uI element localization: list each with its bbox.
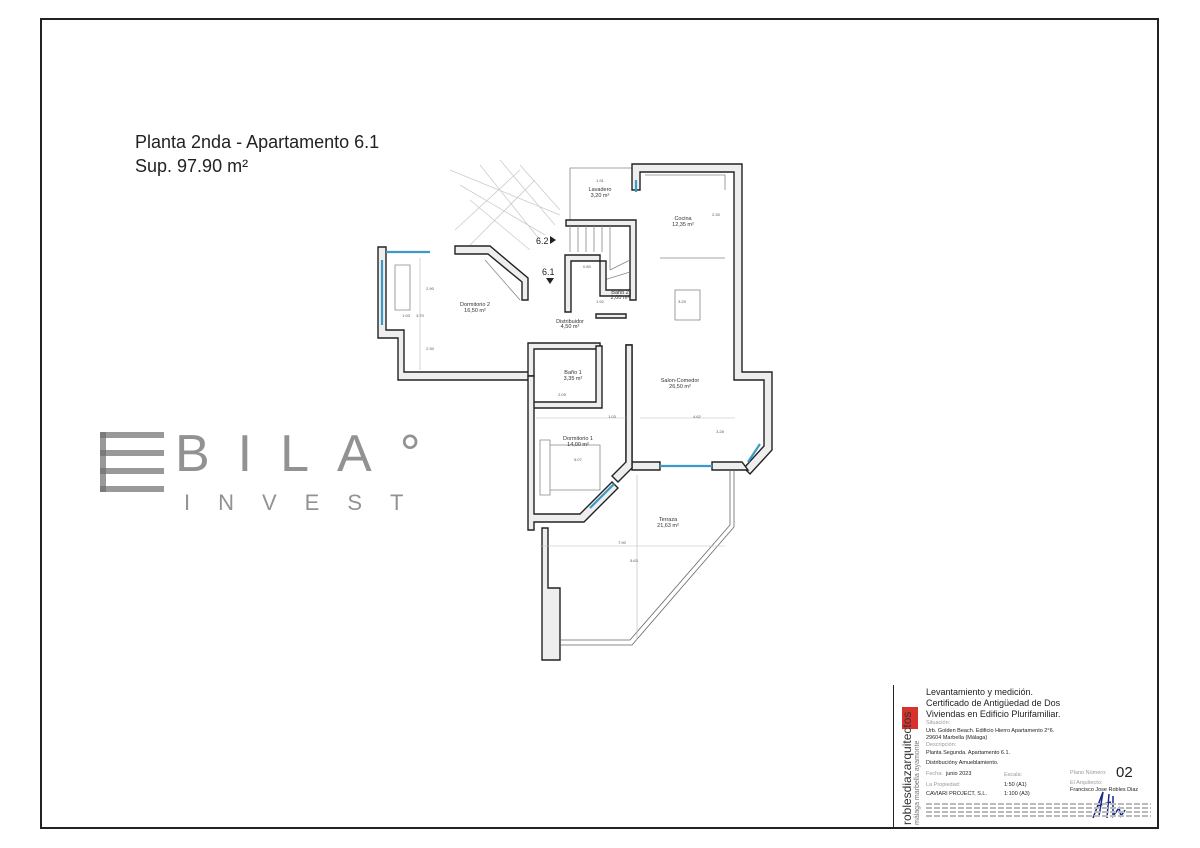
room-name-terraza: Terraza (659, 517, 678, 523)
dim-label: 0.80 (583, 264, 592, 269)
wall-dormitorio-1-right (611, 344, 633, 483)
room-name-distribuidor: Distribuidor (556, 319, 584, 325)
fine-print (926, 803, 1151, 805)
situacion-line-2: 29604 Marbella (Málaga) (926, 735, 988, 741)
bed-dormitorio-2 (394, 264, 411, 311)
drawing-frame (40, 18, 1159, 829)
dim-label: 5.63 (630, 558, 639, 563)
descripcion-label: Descripción: (926, 742, 957, 748)
dimension-lines (419, 258, 735, 640)
stair-steps (569, 226, 631, 281)
marker-6-2: 6.2 (536, 236, 549, 246)
fine-print (926, 807, 1151, 809)
room-name-salon-comedor: Salon-Comedor (661, 378, 700, 384)
fecha-label: Fecha: (926, 771, 943, 777)
plan-title-name: Planta 2nda - Apartamento 6.1 (135, 132, 380, 152)
firm-name: roblesdiazarquitectos (900, 711, 914, 825)
wall-bano-2 (595, 260, 631, 319)
terraza-railing (560, 470, 735, 646)
window-dormitorio-1 (589, 483, 615, 509)
plan-surface: Sup. 97.90 m² (135, 156, 249, 176)
room-name-cocina: Cocina (674, 216, 692, 222)
room-area-salon-comedor: 26,50 m² (669, 384, 691, 390)
dimension-labels: 1.91 2.90 2.30 3.29 1.92 0.80 1.93 3.70 … (402, 178, 725, 563)
dim-label: 4.62 (693, 414, 702, 419)
situacion-label: Situación: (926, 720, 951, 726)
dim-label: 1.92 (596, 299, 605, 304)
heading-2: Certificado de Antigüedad de Dos (926, 698, 1061, 708)
escala-a3: 1:100 (A3) (1004, 791, 1030, 797)
heading-3: Viviendas en Edificio Plurifamiliar. (926, 709, 1061, 719)
room-area-cocina: 12,35 m² (672, 222, 694, 228)
watermark-sub: INVEST (184, 490, 432, 515)
dim-label: 7.90 (618, 540, 627, 545)
firm-cities: málaga marbella ayamonte (914, 740, 921, 825)
dim-label: 1.91 (596, 178, 605, 183)
propiedad-label: La Propiedad: (926, 782, 961, 788)
room-name-lavadero: Lavadero (589, 187, 612, 193)
dining-table (674, 289, 701, 321)
descripcion-line-1: Planta Segunda. Apartamento 6.1. (926, 750, 1011, 756)
room-area-lavadero: 3,20 m² (591, 193, 610, 199)
escala-a1: 1:50 (A1) (1004, 782, 1027, 788)
room-area-bano-2: 2,00 m² (611, 295, 630, 301)
marker-arrow-icon (546, 278, 554, 284)
dim-label: 3.28 (716, 429, 725, 434)
wall-kitchen-salon (631, 163, 773, 476)
title-block: roblesdiazarquitectos málaga marbella ay… (893, 685, 1158, 828)
room-area-bano-1: 3,35 m² (564, 376, 583, 382)
closet-door (484, 259, 521, 301)
adjacent-structure-lines (449, 159, 561, 251)
wall-dormitorio-1 (527, 345, 619, 531)
section-markers: 6.2 6.1 (536, 236, 556, 284)
room-name-bano-2: Baño 2 (611, 290, 628, 296)
dim-label: 2.09 (558, 392, 567, 397)
dim-label: 1.93 (402, 313, 411, 318)
room-area-dormitorio-1: 14,00 m² (567, 442, 589, 448)
heading-1: Levantamiento y medición. (926, 687, 1034, 697)
dim-label: 5.07 (574, 457, 583, 462)
fecha-value: junio 2023 (946, 771, 972, 777)
wall-terraza (541, 527, 561, 661)
room-area-terraza: 21,63 m² (657, 523, 679, 529)
fine-print (926, 811, 1151, 813)
escala-label: Escala: (1004, 772, 1023, 778)
fine-print (926, 815, 1151, 817)
firm-logo-icon (902, 707, 918, 729)
arquitecto-name: Francisco Jose Robles Diaz (1070, 787, 1139, 793)
watermark-brand: BILA° (175, 425, 449, 483)
kitchen-counter (645, 174, 726, 259)
lavadero-outline (569, 167, 636, 222)
room-labels: Lavadero 3,20 m² Cocina 12,35 m² Dormito… (460, 187, 699, 529)
wall-dormitorio-2 (377, 245, 531, 381)
propiedad-value: CAVIARI PROJECT, S.L. (926, 791, 988, 797)
room-name-bano-1: Baño 1 (564, 370, 581, 376)
room-name-dormitorio-1: Dormitorio 1 (563, 436, 593, 442)
dim-label: 2.30 (712, 212, 721, 217)
signature-icon (1092, 791, 1126, 819)
wall-stairs (564, 219, 637, 313)
dim-label: 3.29 (678, 299, 687, 304)
window-salon-bay (747, 443, 761, 463)
marker-arrow-icon (550, 236, 556, 244)
room-name-dormitorio-2: Dormitorio 2 (460, 302, 490, 308)
situacion-line-1: Urb. Golden Beach. Edificio Hierro Apart… (926, 728, 1055, 734)
marker-6-1: 6.1 (542, 267, 555, 277)
descripcion-line-2: Distribucióny Amueblamiento. (926, 760, 999, 766)
bed-dormitorio-1 (539, 439, 601, 496)
plano-number: 02 (1116, 764, 1133, 781)
dim-label: 1.03 (608, 414, 617, 419)
dim-label: 2.90 (426, 286, 435, 291)
watermark-logo-icon (100, 432, 164, 492)
dim-label: 2.30 (426, 346, 435, 351)
dim-label: 3.70 (416, 313, 425, 318)
arquitecto-label: El Arquitecto: (1070, 780, 1103, 786)
room-area-distribuidor: 4,50 m² (561, 324, 580, 330)
plan-title: Planta 2nda - Apartamento 6.1 Sup. 97.90… (135, 130, 379, 178)
plano-label: Plano Número: (1070, 770, 1107, 776)
room-area-dormitorio-2: 16,50 m² (464, 308, 486, 314)
